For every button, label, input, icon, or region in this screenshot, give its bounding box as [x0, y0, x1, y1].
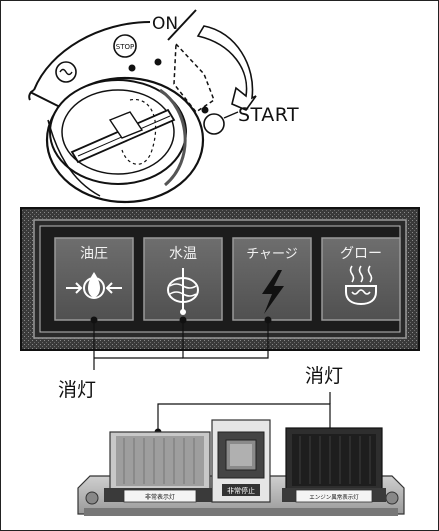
- lamp-label-water: 水温: [169, 246, 197, 262]
- emergency-stop-switch: 非常停止: [211, 419, 271, 503]
- lamp-charge: チャージ: [232, 237, 312, 321]
- glow-plug-icon: [345, 265, 377, 306]
- right-lamp-plate: エンジン異常表示灯: [309, 493, 359, 501]
- callout-lines-panel: [93, 320, 269, 370]
- lamp-glow: グロー: [321, 237, 401, 321]
- indicator-panel: 油圧 水温 チャージ: [20, 207, 420, 351]
- left-warning-lamp: 非常表示灯: [104, 431, 216, 503]
- charge-lightning-icon: [262, 270, 284, 314]
- preheat-position-icon: [55, 61, 77, 83]
- right-warning-lamp: エンジン異常表示灯: [282, 427, 386, 503]
- water-temperature-icon: [167, 268, 199, 315]
- center-switch-label: 非常停止: [227, 486, 255, 495]
- start-label: START: [238, 104, 300, 126]
- lamp-water-temperature: 水温: [143, 237, 223, 321]
- warning-lamp-unit: 非常表示灯 非常停止 エンジン異常表示灯: [77, 392, 405, 516]
- stop-position-icon: STOP: [113, 34, 137, 58]
- oil-pressure-icon: [66, 272, 122, 299]
- lamp-label-glow: グロー: [340, 246, 382, 262]
- key-switch-diagram: STOP: [28, 9, 257, 204]
- callout-label-right: 消灯: [305, 365, 344, 387]
- left-lamp-plate: 非常表示灯: [145, 493, 175, 501]
- stop-label: STOP: [116, 43, 134, 51]
- callout-label-left: 消灯: [58, 379, 97, 401]
- lamp-label-oil: 油圧: [80, 246, 108, 262]
- lamp-oil-pressure: 油圧: [54, 237, 134, 321]
- lamp-label-charge: チャージ: [246, 247, 298, 262]
- on-label: ON: [152, 14, 179, 34]
